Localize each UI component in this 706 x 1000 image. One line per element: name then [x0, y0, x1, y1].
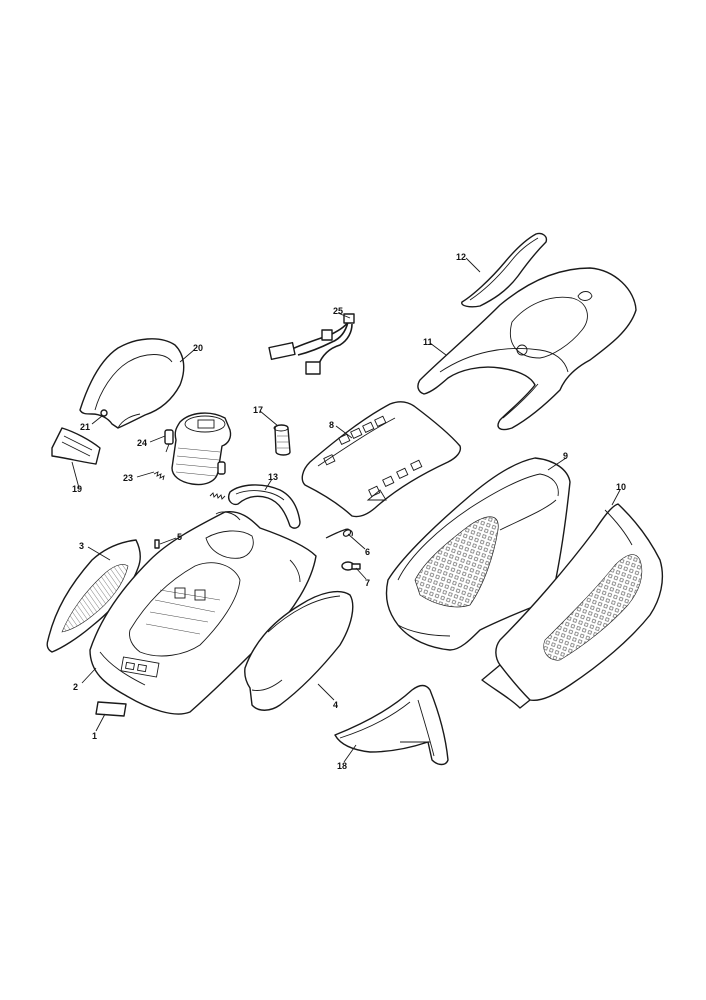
- part-17-switch: [273, 424, 291, 456]
- part-13-carry-handle: [228, 484, 301, 529]
- callout-5: 5: [177, 532, 182, 542]
- part-19-cover-plate: [51, 427, 101, 465]
- callout-10: 10: [616, 482, 626, 492]
- part-11-upper-cover: [417, 267, 637, 431]
- leader-lines: [71, 257, 621, 763]
- part-18-rear-flap: [334, 684, 449, 766]
- part-10-grass-box-shell: [481, 503, 664, 709]
- part-4-side-panel-right: [244, 590, 354, 711]
- part-20-motor-hood: [79, 338, 185, 429]
- callout-4: 4: [333, 700, 338, 710]
- callout-labels: 1 2 3 4 5 6 7 8 9 10 11 12 13 17 18 19 2…: [72, 252, 626, 771]
- part-9-grass-box: [385, 457, 571, 651]
- callout-9: 9: [563, 451, 568, 461]
- part-3-side-panel: [46, 539, 141, 653]
- part-5-screw: [154, 539, 160, 549]
- callout-18: 18: [337, 761, 347, 771]
- callout-6: 6: [365, 547, 370, 557]
- callout-25: 25: [333, 306, 343, 316]
- part-7-bolt: [341, 561, 361, 571]
- part-23-spring: [153, 461, 226, 500]
- callout-7: 7: [365, 578, 370, 588]
- part-8-control-panel-cover: [301, 401, 462, 518]
- callout-11: 11: [423, 337, 433, 347]
- callout-8: 8: [329, 420, 334, 430]
- callout-12: 12: [456, 252, 466, 262]
- part-2-main-chassis: [89, 511, 317, 715]
- callout-3: 3: [79, 541, 84, 551]
- part-12-handle-strip: [461, 232, 548, 308]
- callout-20: 20: [193, 343, 203, 353]
- callout-2: 2: [73, 682, 78, 692]
- callout-23: 23: [123, 473, 133, 483]
- part-24-key: [164, 429, 174, 453]
- callout-19: 19: [72, 484, 82, 494]
- callout-13: 13: [268, 472, 278, 482]
- part-1-button-cap: [95, 701, 127, 717]
- callout-24: 24: [137, 438, 147, 448]
- part-21-screw: [100, 409, 108, 417]
- battery-pack: [171, 412, 232, 486]
- callout-1: 1: [92, 731, 97, 741]
- callout-17: 17: [253, 405, 263, 415]
- callout-21: 21: [80, 422, 90, 432]
- part-6-torsion-spring: [325, 528, 353, 539]
- part-25-wiring-harness: [268, 313, 355, 375]
